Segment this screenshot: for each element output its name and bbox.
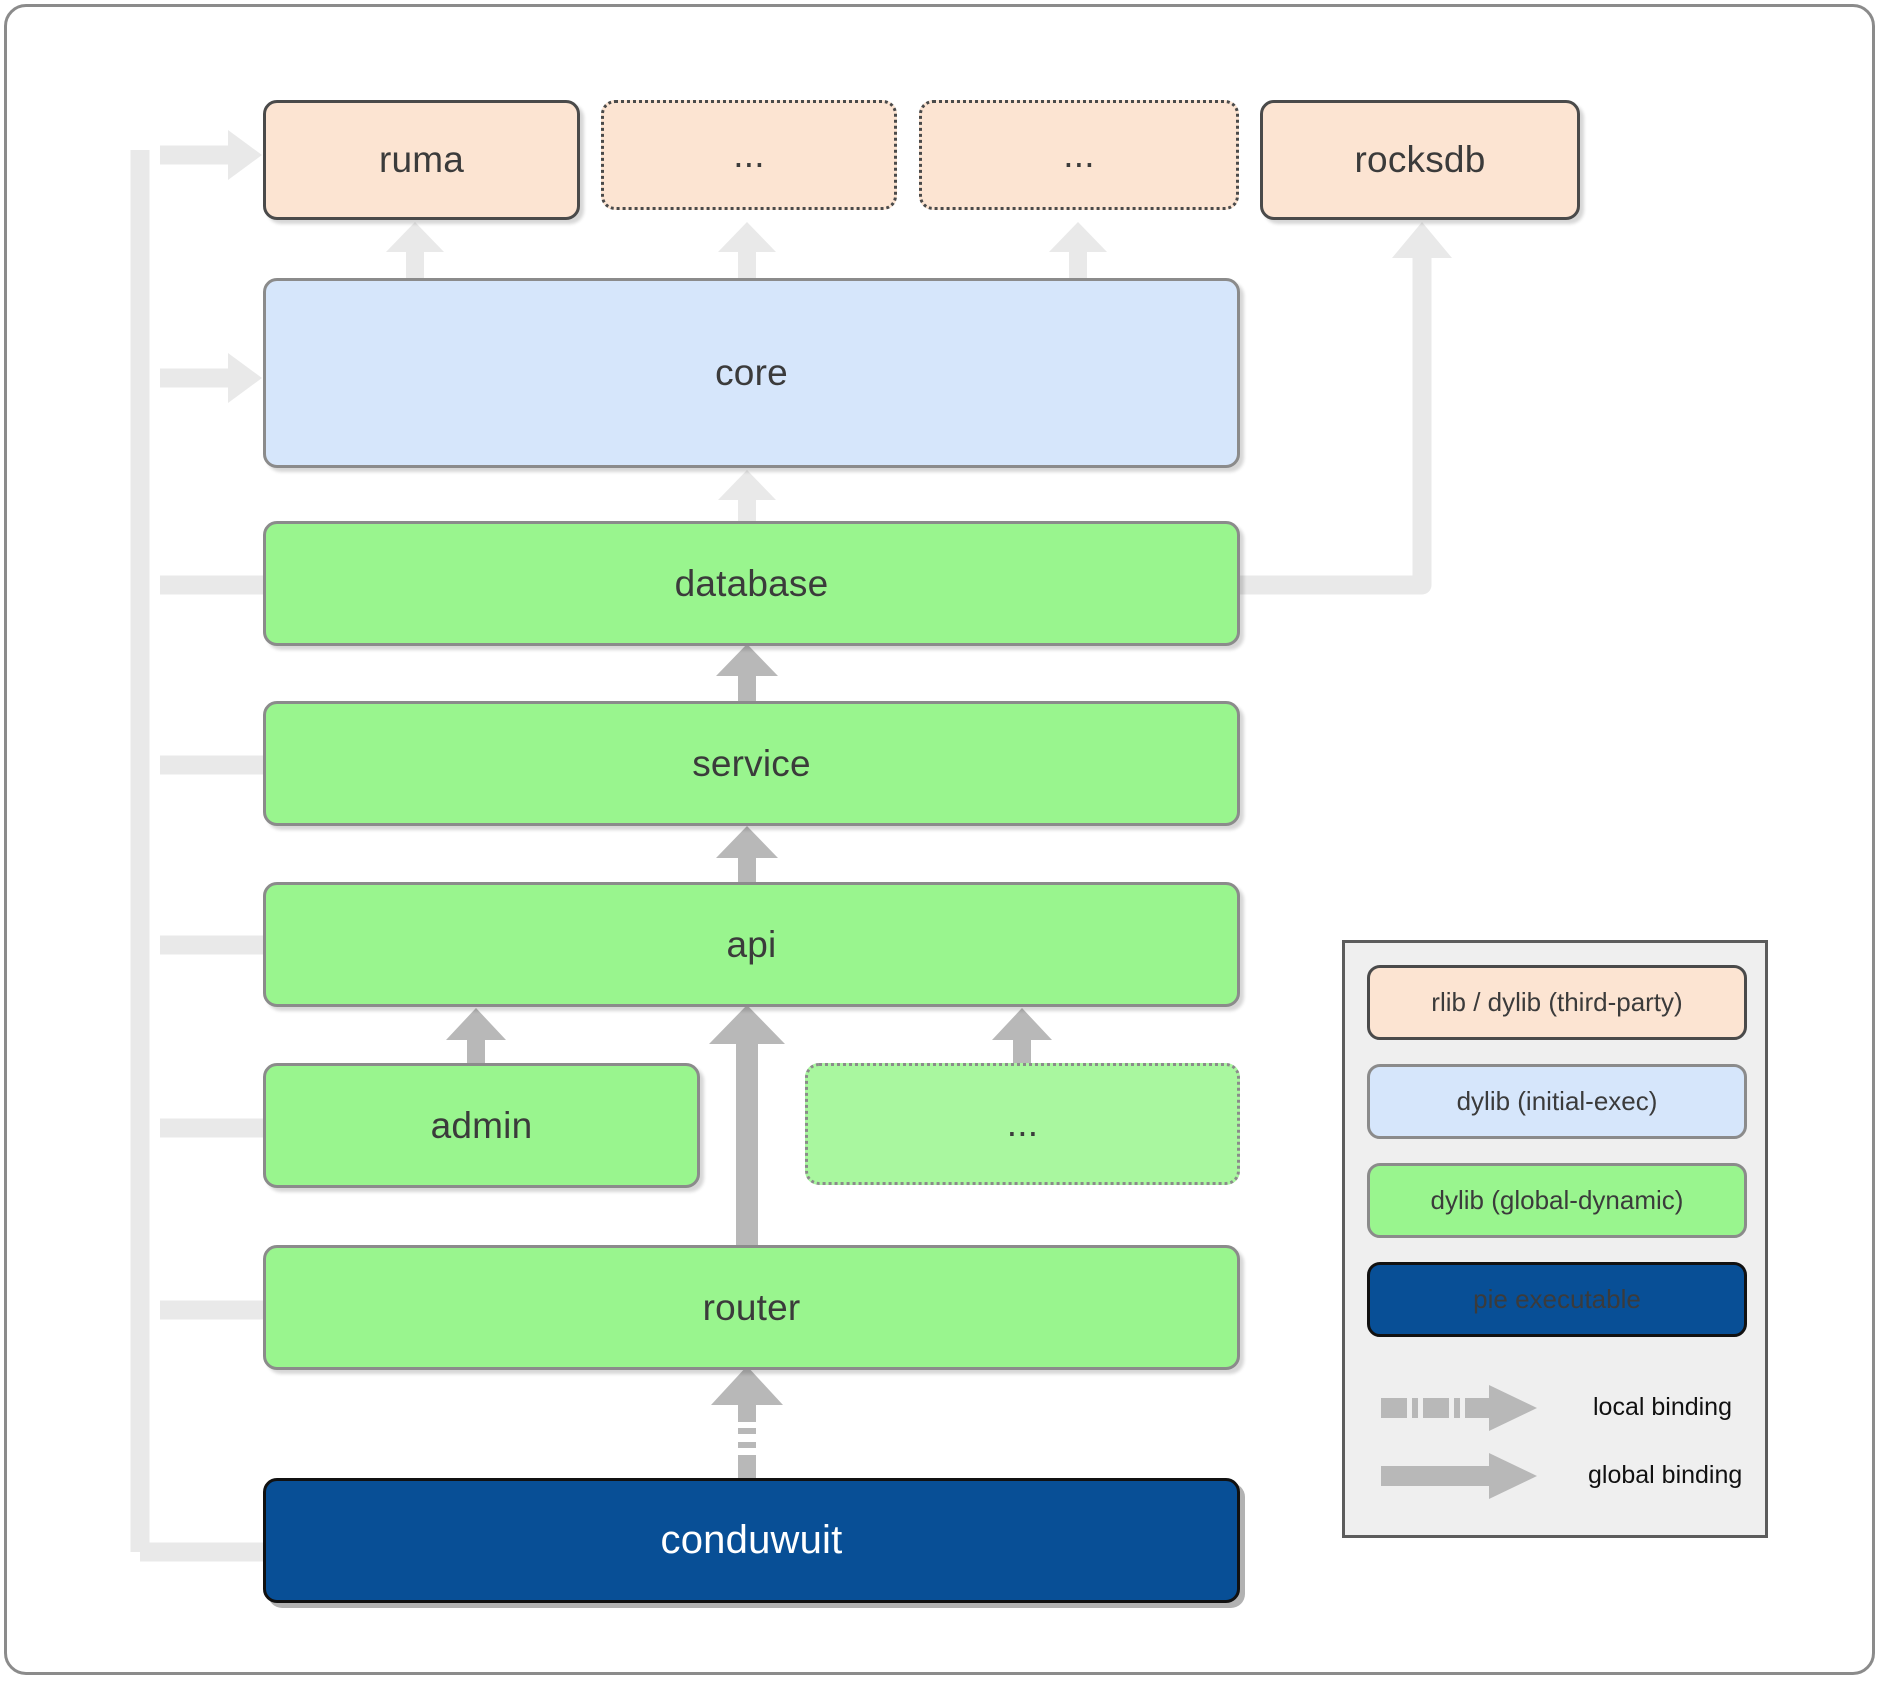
legend-arrow-local-icon xyxy=(1381,1385,1537,1431)
legend-swatch-global-dynamic-label: dylib (global-dynamic) xyxy=(1430,1185,1684,1215)
node-ellipsis-top-1[interactable]: ... xyxy=(601,100,897,210)
node-api-label: api xyxy=(726,923,777,965)
node-conduwuit-label: conduwuit xyxy=(660,1518,843,1562)
node-ellipsis-api[interactable]: ... xyxy=(805,1063,1240,1185)
node-database-label: database xyxy=(674,562,829,604)
node-router[interactable]: router xyxy=(263,1245,1240,1370)
node-api[interactable]: api xyxy=(263,882,1240,1007)
node-service[interactable]: service xyxy=(263,701,1240,826)
node-ruma[interactable]: ruma xyxy=(263,100,580,220)
node-rocksdb[interactable]: rocksdb xyxy=(1260,100,1580,220)
legend-swatch-third-party-label: rlib / dylib (third-party) xyxy=(1431,987,1683,1017)
legend-panel: rlib / dylib (third-party) dylib (initia… xyxy=(1342,940,1768,1538)
legend-swatch-third-party: rlib / dylib (third-party) xyxy=(1367,965,1747,1040)
node-admin[interactable]: admin xyxy=(263,1063,700,1188)
node-rocksdb-label: rocksdb xyxy=(1354,139,1486,180)
legend-swatch-initial-exec: dylib (initial-exec) xyxy=(1367,1064,1747,1139)
node-admin-label: admin xyxy=(430,1104,533,1146)
node-conduwuit[interactable]: conduwuit xyxy=(263,1478,1240,1603)
node-ellipsis-api-label: ... xyxy=(1006,1103,1039,1144)
node-core-label: core xyxy=(715,352,788,393)
node-ellipsis-top-2-label: ... xyxy=(1063,134,1095,175)
legend-arrow-local-label: local binding xyxy=(1593,1393,1732,1421)
node-ellipsis-top-2[interactable]: ... xyxy=(919,100,1239,210)
node-service-label: service xyxy=(692,742,811,784)
node-ellipsis-top-1-label: ... xyxy=(733,134,765,175)
node-database[interactable]: database xyxy=(263,521,1240,646)
legend-swatch-global-dynamic: dylib (global-dynamic) xyxy=(1367,1163,1747,1238)
node-ruma-label: ruma xyxy=(378,139,465,180)
legend-arrow-global-label: global binding xyxy=(1588,1461,1743,1489)
node-router-label: router xyxy=(702,1286,801,1328)
legend-swatch-initial-exec-label: dylib (initial-exec) xyxy=(1456,1086,1658,1116)
legend-swatch-pie-executable: pie executable xyxy=(1367,1262,1747,1337)
node-core[interactable]: core xyxy=(263,278,1240,468)
legend-swatch-pie-executable-label: pie executable xyxy=(1473,1284,1641,1314)
legend-arrow-global-icon xyxy=(1381,1453,1537,1499)
